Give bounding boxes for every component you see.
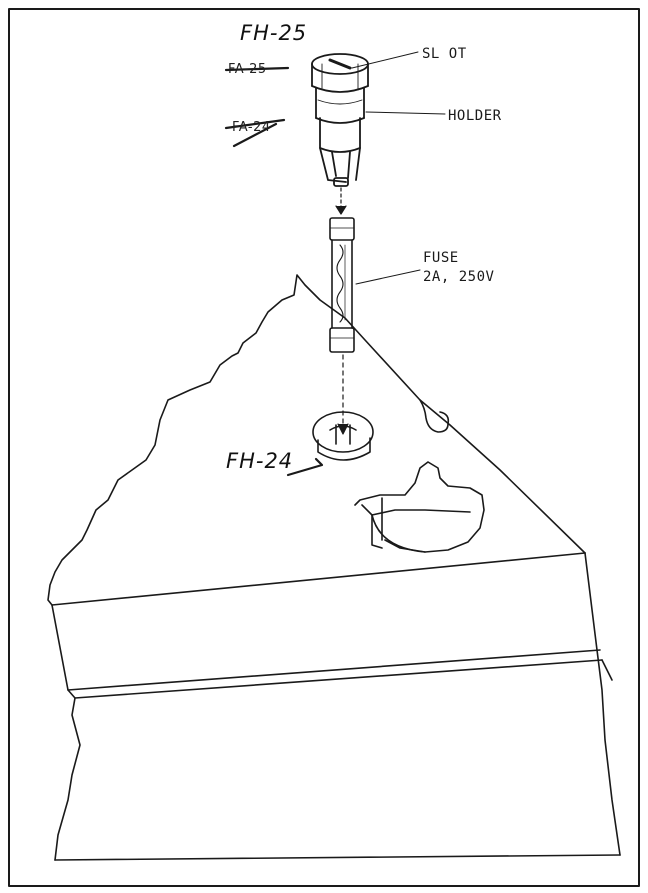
strike-marks <box>224 66 290 148</box>
fuse <box>329 217 355 353</box>
annotation-new-holder: FH-25 <box>240 21 307 45</box>
underline-mark <box>286 457 324 477</box>
frame-border <box>8 8 640 887</box>
label-holder: HOLDER <box>448 108 502 124</box>
mounting-bracket <box>354 461 485 553</box>
label-leaders <box>351 51 446 285</box>
label-slot: SL OT <box>422 46 467 62</box>
label-fuse-rating: 2A, 250V <box>423 269 495 285</box>
fuse-holder-cap <box>311 53 369 93</box>
annotation-new-socket: FH-24 <box>226 449 293 473</box>
chassis-panel <box>47 274 621 861</box>
annotation-old-holder-cap: FA-25 <box>228 62 267 77</box>
label-fuse: FUSE <box>423 250 459 266</box>
annotation-old-holder-body: FA-24 <box>232 120 271 135</box>
assembly-guide-lines <box>335 187 349 435</box>
fuse-holder-body <box>315 87 365 187</box>
